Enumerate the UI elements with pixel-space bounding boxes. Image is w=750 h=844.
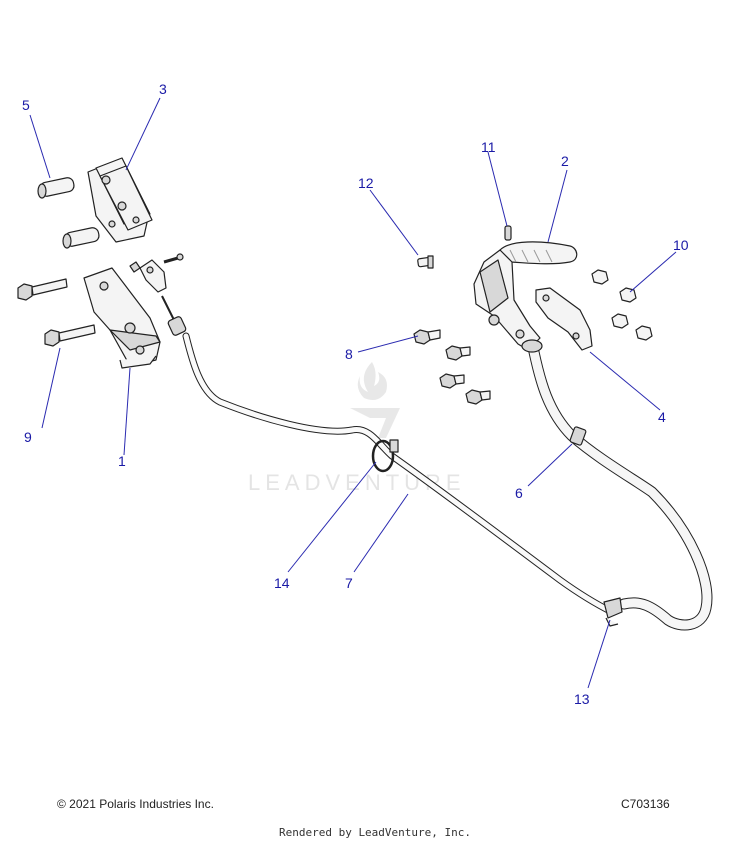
- callout-12: 12: [358, 175, 374, 191]
- callout-14: 14: [274, 575, 290, 591]
- copyright-text: © 2021 Polaris Industries Inc.: [57, 797, 214, 811]
- cable-clamp-part-14: [371, 439, 399, 473]
- bracket-plates-part-3: [87, 157, 153, 243]
- callout-7: 7: [345, 575, 353, 591]
- brake-hose: [528, 346, 713, 631]
- leader-lines: [29, 97, 677, 689]
- callout-1: 1: [118, 453, 126, 469]
- mount-bracket-part-1: [83, 267, 161, 369]
- callout-4: 4: [658, 409, 666, 425]
- callout-5: 5: [22, 97, 30, 113]
- sleeve-part-5: [37, 177, 100, 249]
- callout-3: 3: [159, 81, 167, 97]
- screw-part-12: [417, 255, 434, 269]
- nuts-part-10: [591, 269, 653, 341]
- rendered-by-credit: Rendered by LeadVenture, Inc.: [278, 826, 472, 839]
- callout-6: 6: [515, 485, 523, 501]
- callout-11: 11: [481, 139, 496, 155]
- lever-bracket-part-4: [535, 287, 593, 351]
- callout-numbers: 5 3 11 2 12 10 8 9 1 4 6 14 7 13: [22, 81, 689, 707]
- cable-clevis: [129, 253, 187, 336]
- hose-clip-part-6: [569, 426, 587, 446]
- cable-clip-part-13: [603, 597, 623, 627]
- drawing-number: C703136: [621, 797, 670, 811]
- bolts-part-8: [413, 329, 491, 405]
- hand-brake-lever-part-2: [473, 241, 578, 353]
- callout-9: 9: [24, 429, 32, 445]
- callout-10: 10: [673, 237, 689, 253]
- callout-2: 2: [561, 153, 569, 169]
- callout-8: 8: [345, 346, 353, 362]
- pin-part-11: [504, 225, 512, 241]
- bolts-part-9: [17, 278, 96, 347]
- callout-13: 13: [574, 691, 590, 707]
